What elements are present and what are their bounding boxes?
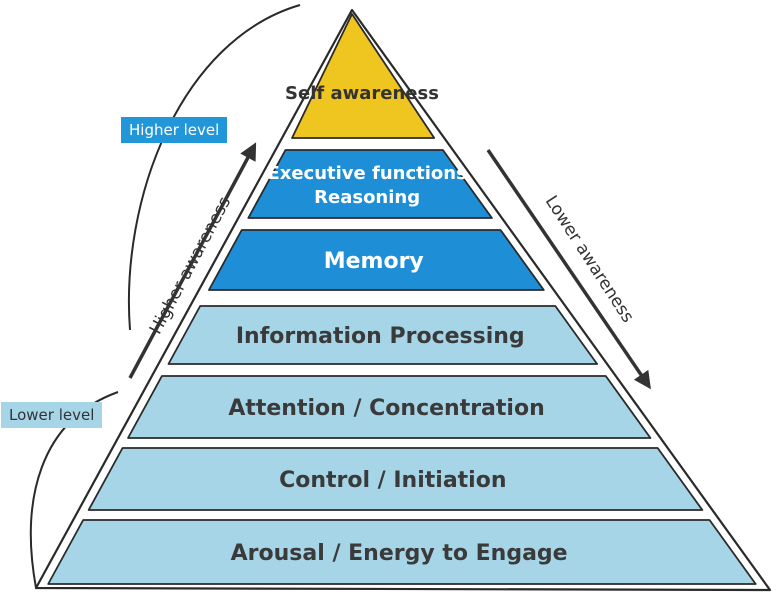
pyramid-level-6	[87, 447, 704, 511]
higher-level-label: Higher level	[121, 117, 228, 143]
pyramid-level-3	[208, 229, 545, 291]
pyramid-level-6-label: Control / Initiation	[279, 468, 506, 493]
pyramid-level-1	[291, 13, 436, 139]
pyramid-level-2	[247, 149, 493, 219]
lower-awareness-arrow	[486, 149, 651, 390]
pyramid-level-5	[127, 375, 652, 439]
pyramid-level-1-label: Self awareness	[285, 83, 439, 104]
pyramid-level-7-label: Arousal / Energy to Engage	[231, 541, 568, 566]
pyramid-level-4-label: Information Processing	[236, 324, 525, 349]
pyramid-level-3-label: Memory	[324, 249, 424, 274]
pyramid-level-5-label: Attention / Concentration	[228, 396, 544, 421]
pyramid-level-2-label: Executive functions	[267, 163, 466, 184]
pyramid-level-4	[167, 305, 599, 365]
pyramid-level-7	[47, 519, 757, 585]
higher-awareness-arrow	[128, 142, 257, 379]
pyramid-level-2-label: Reasoning	[314, 187, 420, 208]
pyramid-outline	[34, 8, 772, 592]
lower-level-label: Lower level	[1, 402, 103, 428]
